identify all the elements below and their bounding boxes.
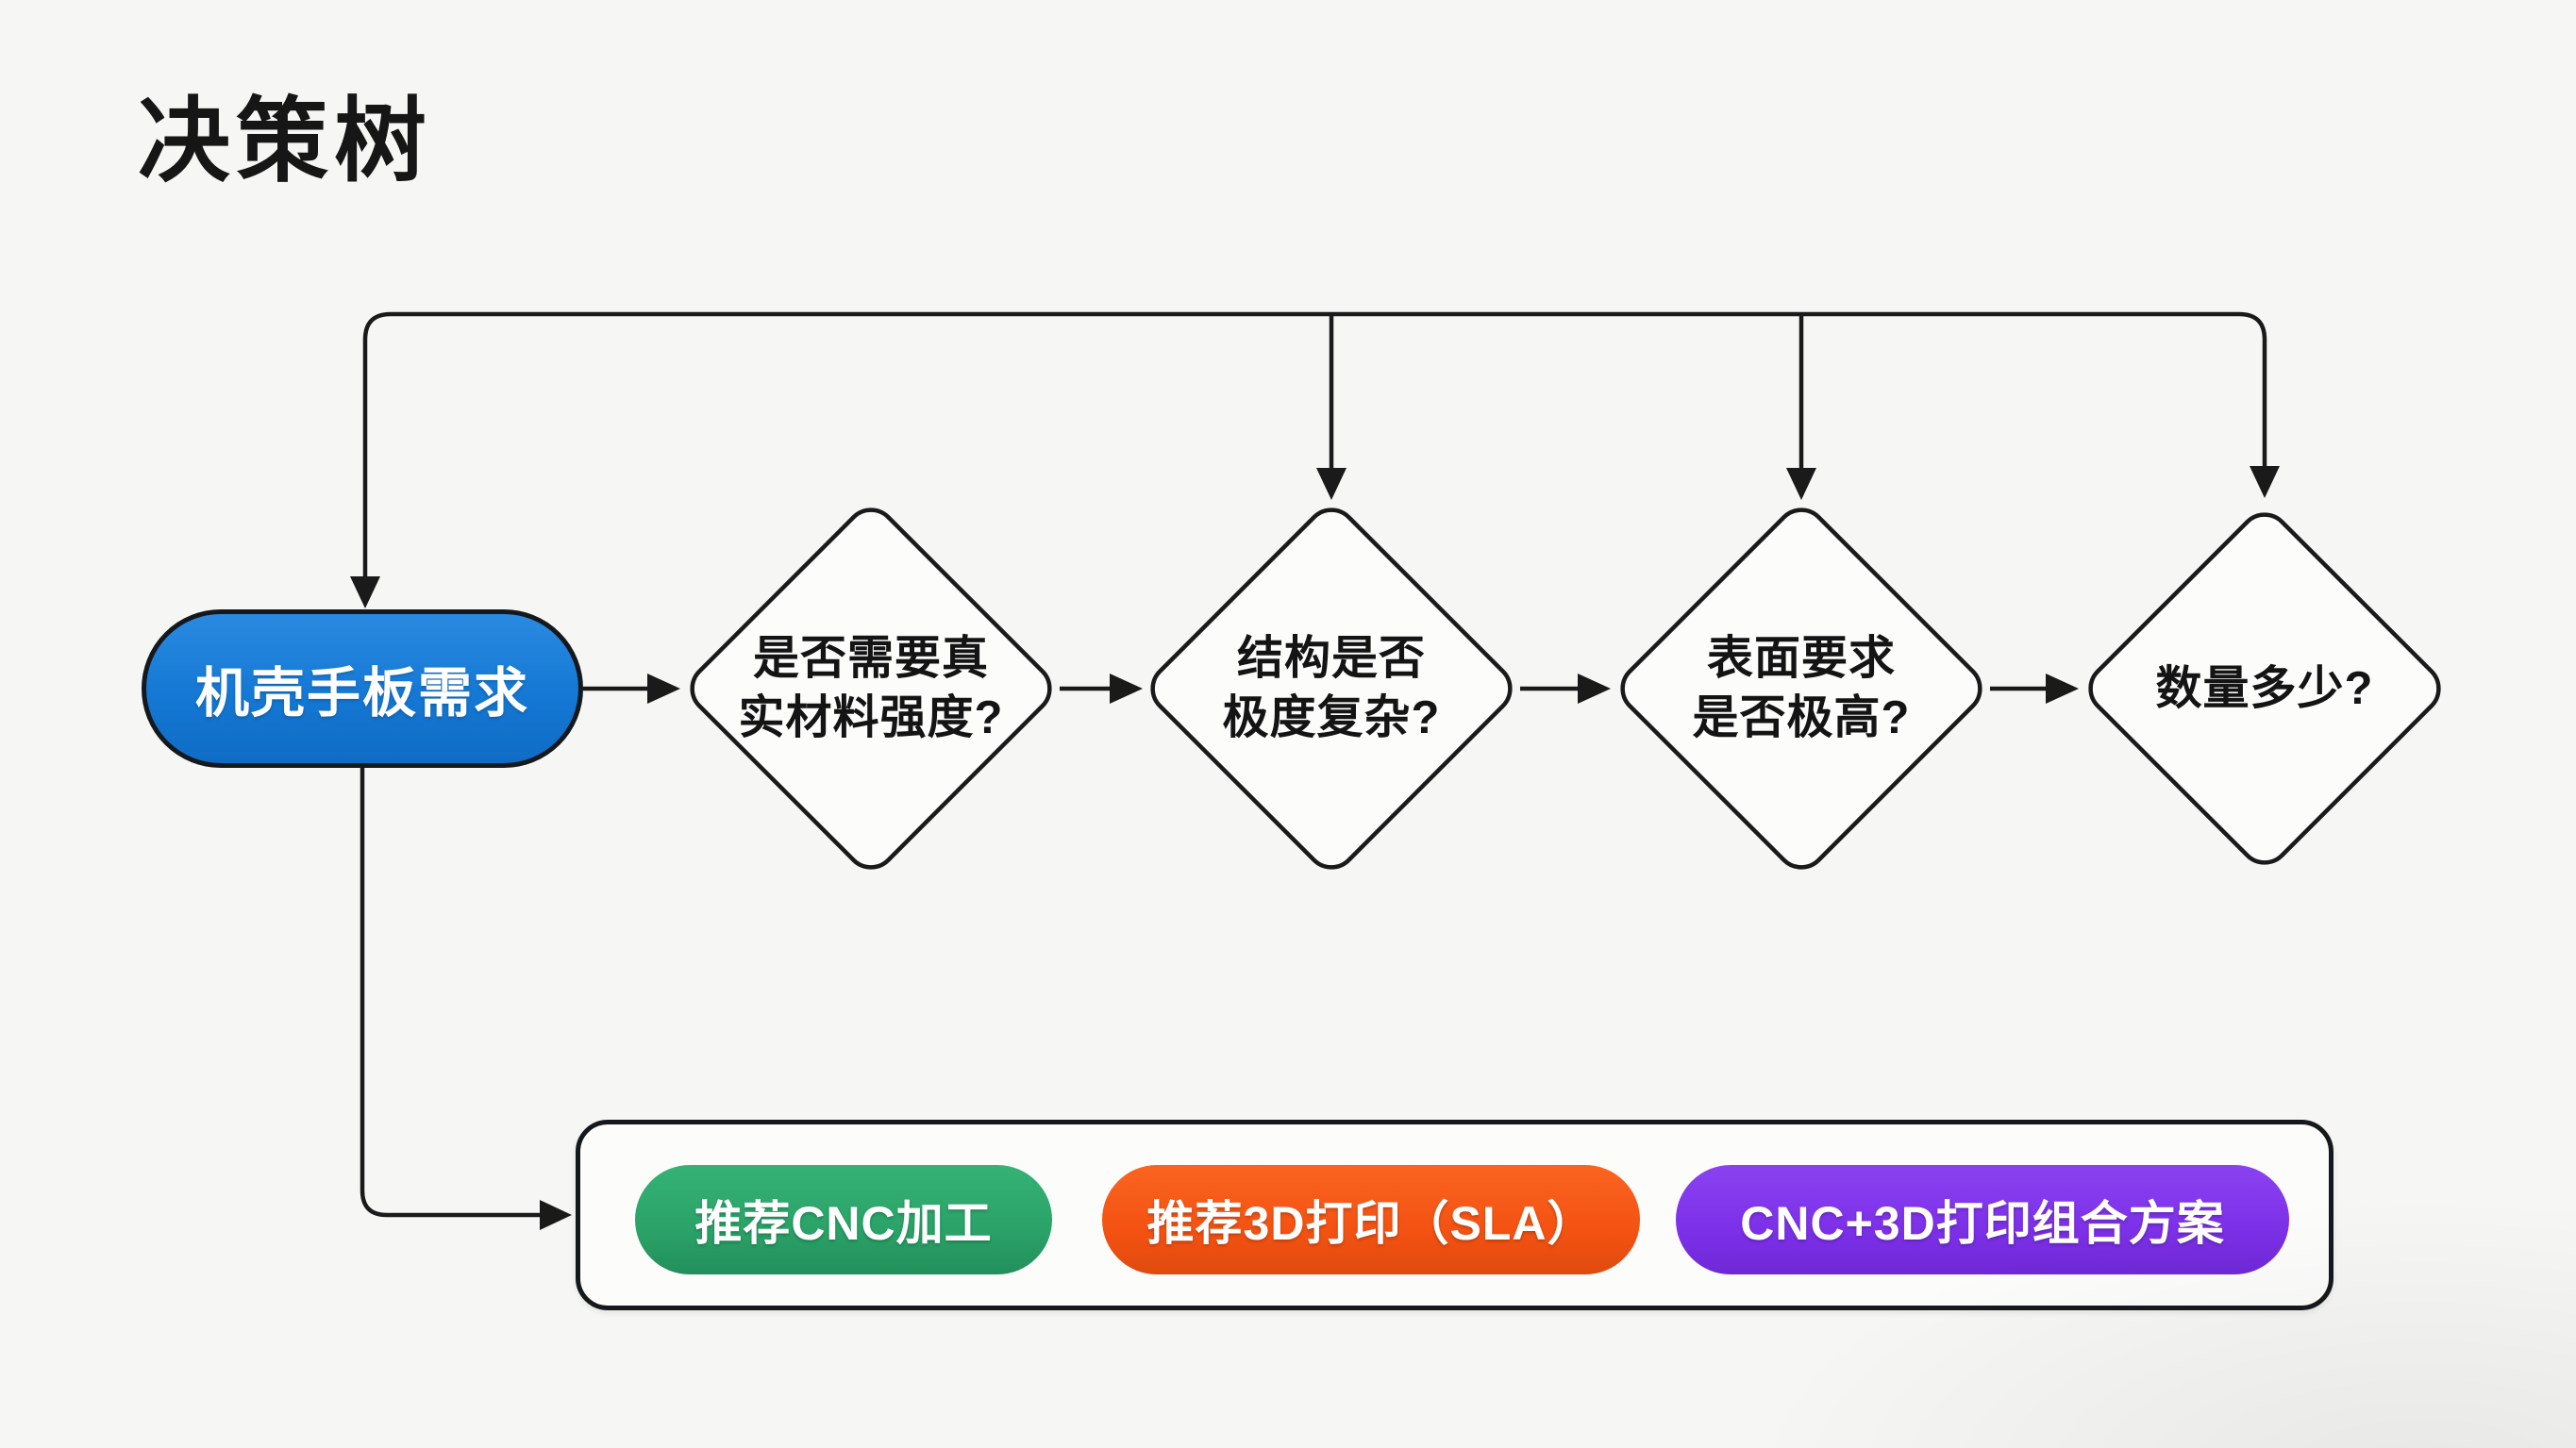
decision-3-line-2: 是否极高? [1692, 692, 1911, 743]
outcome-3d-printing-sla-label: 推荐3D打印（SLA） [1146, 1197, 1596, 1250]
outcome-cnc-3d-combo-label: CNC+3D打印组合方案 [1740, 1197, 2225, 1250]
decision-1-line-1: 是否需要真 [752, 633, 989, 685]
start-node: 机壳手板需求 [142, 609, 583, 768]
decision-diamond-1 [690, 508, 1052, 870]
arrowhead-right-decision-1 [647, 674, 680, 704]
decision-diamond-2 [1150, 508, 1513, 870]
arrowhead-right-results-box [540, 1200, 572, 1230]
arrowhead-down-start-node [350, 576, 380, 608]
decision-1-line-2: 实材料强度? [738, 692, 1004, 743]
decision-2-line-1: 结构是否 [1236, 633, 1426, 685]
decision-3-label: 表面要求 是否极高? [1641, 613, 1962, 764]
outcome-cnc-3d-combo: CNC+3D打印组合方案 [1676, 1165, 2289, 1274]
decision-1-label: 是否需要真 实材料强度? [711, 613, 1031, 764]
decision-2-line-2: 极度复杂? [1222, 692, 1441, 743]
arrowhead-right-decision-2 [1110, 674, 1143, 704]
page-title: 决策树 [138, 89, 433, 192]
arrowhead-down-decision-3 [1786, 468, 1816, 500]
decision-2-label: 结构是否 极度复杂? [1171, 613, 1492, 764]
outcome-3d-printing-sla: 推荐3D打印（SLA） [1102, 1165, 1640, 1274]
decision-4-line-1: 数量多少? [2155, 662, 2374, 714]
connector-start-to-results [360, 768, 542, 1218]
decision-3-line-1: 表面要求 [1706, 633, 1896, 685]
outcome-cnc-machining: 推荐CNC加工 [635, 1165, 1052, 1274]
decision-diamond-4 [2088, 512, 2441, 865]
connector-top-rail [362, 311, 2267, 578]
arrowhead-down-decision-4 [2250, 466, 2280, 498]
decision-4-label: 数量多少? [2104, 613, 2425, 764]
decision-diamond-3 [1620, 508, 1982, 870]
arrowhead-right-decision-3 [1578, 674, 1611, 704]
arrowhead-down-decision-2 [1316, 468, 1347, 500]
results-container: 推荐CNC加工 推荐3D打印（SLA） CNC+3D打印组合方案 [576, 1120, 2333, 1310]
arrowhead-right-decision-4 [2046, 674, 2079, 704]
start-node-label: 机壳手板需求 [195, 663, 529, 724]
outcome-cnc-machining-label: 推荐CNC加工 [694, 1197, 993, 1250]
